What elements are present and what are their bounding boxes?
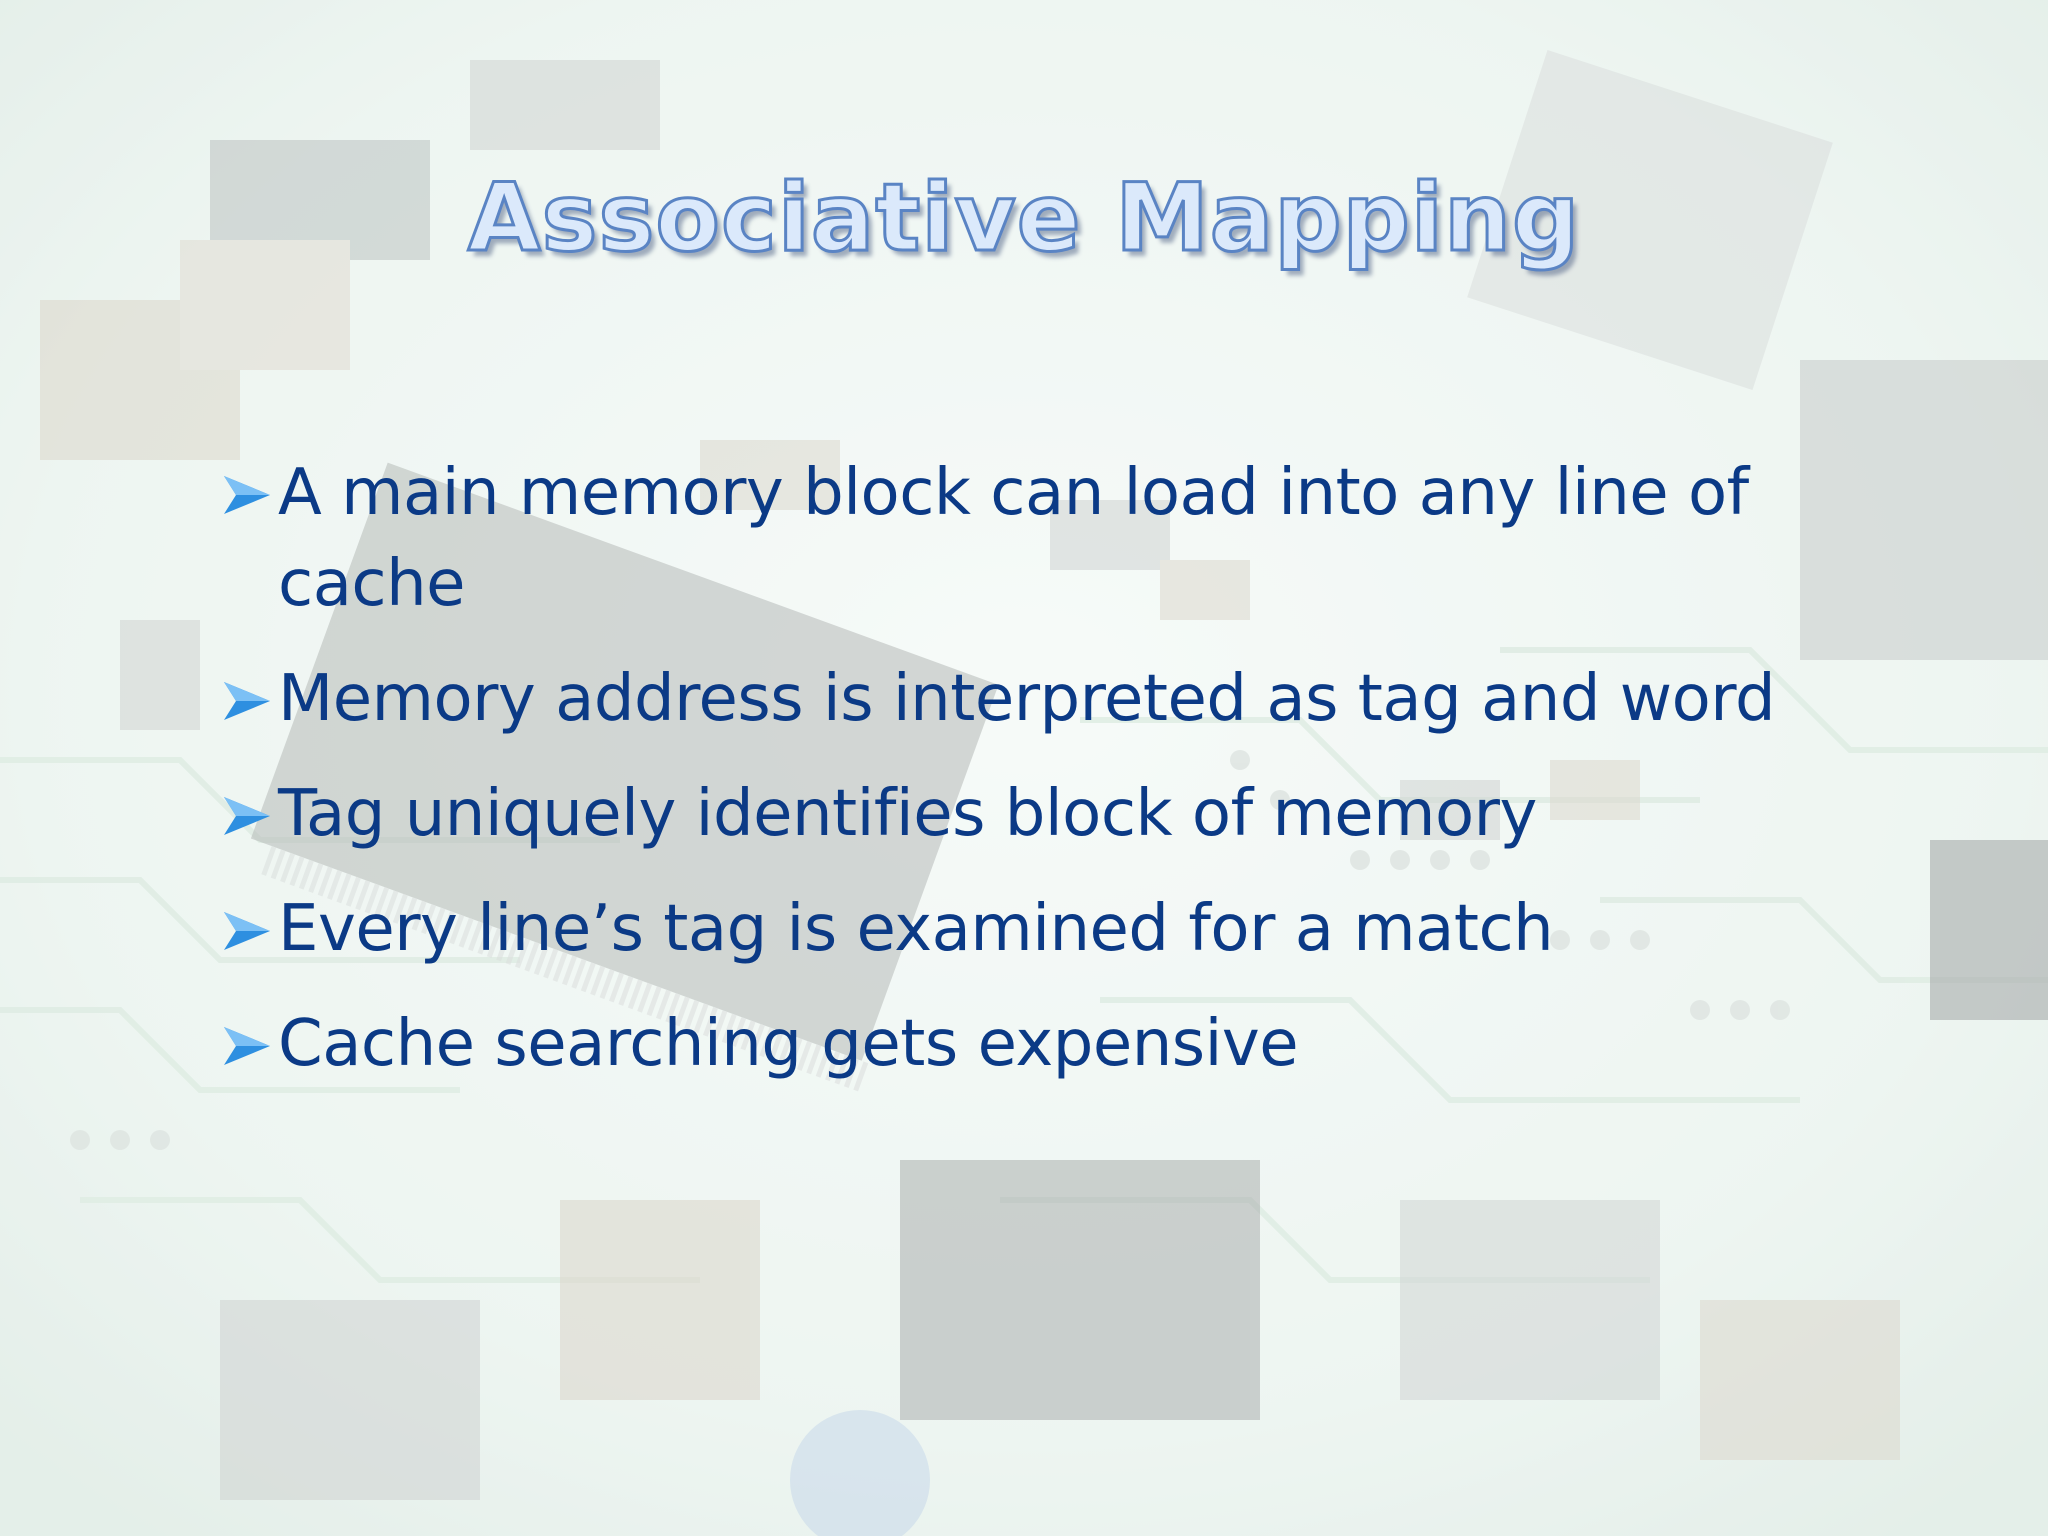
arrowhead-bullet-icon [224, 682, 270, 720]
bullet-text: Every line’s tag is examined for a match [278, 892, 1554, 966]
bullet-item: A main memory block can load into any li… [218, 448, 1858, 630]
slide-title: Associative Mapping [466, 163, 1581, 274]
bullet-text: A main memory block can load into any li… [278, 456, 1749, 621]
bullet-list: A main memory block can load into any li… [218, 448, 1858, 1114]
bullet-item: Memory address is interpreted as tag and… [218, 654, 1858, 745]
arrowhead-bullet-icon [224, 1027, 270, 1065]
bullet-item: Tag uniquely identifies block of memory [218, 769, 1858, 860]
bullet-item: Every line’s tag is examined for a match [218, 884, 1858, 975]
bullet-text: Tag uniquely identifies block of memory [278, 777, 1537, 851]
bullet-text: Cache searching gets expensive [278, 1007, 1299, 1081]
bullet-text: Memory address is interpreted as tag and… [278, 662, 1776, 736]
arrowhead-bullet-icon [224, 797, 270, 835]
arrowhead-bullet-icon [224, 912, 270, 950]
bullet-item: Cache searching gets expensive [218, 999, 1858, 1090]
arrowhead-bullet-icon [224, 476, 270, 514]
